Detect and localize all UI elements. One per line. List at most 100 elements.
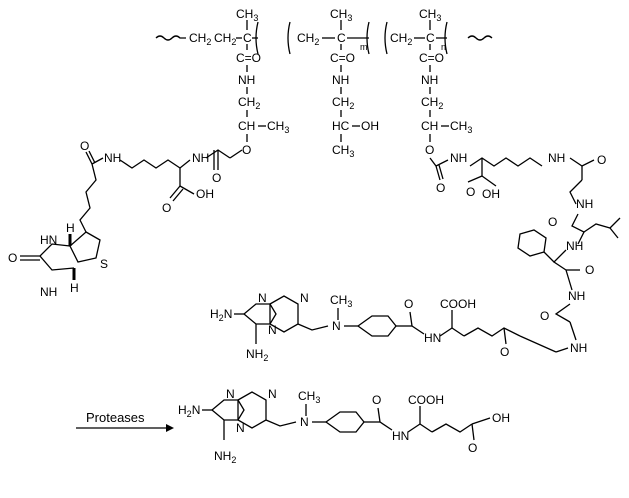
mtx-gamma-o-1: O (500, 345, 509, 359)
biotin-nh-bottom: NH (40, 285, 57, 299)
mtx-nh2-1: NH2 (246, 347, 268, 363)
side-ch3-3: CH3 (450, 119, 472, 135)
peptide-nh-4: NH (568, 289, 585, 303)
biotin-amide-nh: NH (104, 151, 121, 165)
peptide-nh-1: NH (548, 151, 565, 165)
backbone-c-1: C (243, 31, 252, 45)
biotin-lysine-conjugate: O NH OH O NH O S HN NH O H H (8, 139, 231, 299)
arrowhead-icon (166, 424, 174, 432)
biotin-urea-o: O (8, 251, 17, 265)
side-nh-3: NH (421, 73, 438, 87)
thiophane-ring (69, 231, 101, 263)
backbone-ch2-3: CH2 (390, 31, 412, 47)
peptide-nh-5: NH (570, 341, 587, 355)
biotin-h-top: H (66, 221, 75, 235)
carbamate-nh-3: NH (450, 151, 467, 165)
peptide-nh-2: NH (576, 197, 593, 211)
polymer-backbone: CH2 CH2 C CH2 C m CH2 C n CH3 CH3 CH3 (155, 7, 493, 55)
side-co-3: C=O (419, 51, 444, 65)
mtx-hn-2: HN (392, 429, 409, 443)
methyl-3: CH3 (419, 7, 441, 23)
side-nh-2: NH (332, 73, 349, 87)
mtx-amide-o-1: O (404, 297, 413, 311)
peptide-o-2: O (548, 215, 557, 229)
side-chain-right: C=O NH CH2 CH CH3 O (419, 44, 472, 167)
mtx-pteridine-ring-a-2 (210, 399, 245, 421)
peptide-nh-3: NH (566, 239, 583, 253)
arrow-label: Proteases (86, 410, 145, 425)
mtx-ch3-1: CH3 (330, 293, 352, 309)
methyl-2: CH3 (330, 7, 352, 23)
side-nh-1: NH (238, 73, 255, 87)
backbone-ch2-1b: CH2 (214, 31, 236, 47)
side-oh-2: OH (361, 119, 379, 133)
side-o-3: O (425, 143, 434, 157)
side-ch-3: CH (421, 119, 438, 133)
mtx-n1-1: N (258, 291, 267, 305)
mtx-gamma-oh-2: OH (492, 411, 510, 425)
methyl-1: CH3 (236, 7, 258, 23)
lysine-o-1: O (162, 201, 171, 215)
mtx-cooh-2: COOH (408, 393, 444, 407)
peptide-linker: O NH O OH NH O NH O NH O NH O NH (435, 151, 621, 355)
mtx-h2n-1: H2N (210, 307, 232, 323)
mtx-nh2-2: NH2 (214, 449, 236, 465)
mtx-n-methyl-1: N (332, 319, 341, 333)
repeat-n: n (441, 42, 446, 52)
bracket-2-left (287, 21, 291, 55)
carbamate-o-1: O (212, 171, 221, 185)
mtx-pteridine-ring-a-1 (242, 303, 277, 325)
backbone-ch2-2: CH2 (297, 31, 319, 47)
biotin-s: S (100, 257, 108, 271)
side-ch2-3: CH2 (421, 95, 443, 111)
backbone-ch2-1: CH2 (189, 31, 211, 47)
mtx-n3-1: N (300, 291, 309, 305)
backbone-c-3: C (426, 31, 435, 45)
protease-arrow: Proteases (76, 410, 174, 432)
peptide-o-1: O (597, 153, 606, 167)
side-o-1: O (242, 143, 251, 157)
side-co-2: C=O (330, 51, 355, 65)
peptide-o-4: O (540, 309, 549, 323)
biotin-h-bottom: H (70, 281, 79, 295)
mtx-hn-1: HN (424, 331, 441, 345)
bracket-3-left (384, 21, 388, 55)
carbamate-nh-1: NH (192, 151, 209, 165)
mtx-cooh-1: COOH (440, 297, 476, 311)
mtx-n3-2: N (268, 387, 277, 401)
side-ch2-1: CH2 (238, 95, 260, 111)
mtx-h2n-2: H2N (178, 403, 200, 419)
side-ch-1: CH (238, 119, 255, 133)
side-co-1: C=O (236, 51, 261, 65)
biotin-amide-o: O (80, 139, 89, 153)
lysine-oh-1: OH (196, 187, 214, 201)
mtx-amide-o-2: O (372, 393, 381, 407)
lysine-o-3: O (466, 185, 475, 199)
wavy-bond-left (155, 35, 186, 41)
mtx-n1-2: N (226, 387, 235, 401)
lysine-oh-3: OH (482, 187, 500, 201)
wavy-bond-right (467, 35, 493, 41)
phenyl-ring (517, 229, 547, 257)
side-ch2-2: CH2 (332, 95, 354, 111)
mtx-ch3-2: CH3 (298, 389, 320, 405)
methotrexate-conjugate: H2N N N N NH2 N CH3 O HN COOH O (210, 291, 557, 363)
mtx-benzoyl-ring-1 (356, 315, 397, 337)
mtx-n2-2: N (236, 421, 245, 435)
side-chain-middle: C=O NH CH2 HC OH CH3 (330, 44, 379, 159)
side-chain-left: C=O NH CH2 CH CH3 O (229, 44, 289, 159)
backbone-c-2: C (337, 31, 346, 45)
mtx-gamma-o-2: O (468, 441, 477, 455)
mtx-benzoyl-ring-2 (324, 411, 365, 433)
biotin-hn-top: HN (40, 233, 57, 247)
peptide-o-3: O (585, 263, 594, 277)
repeat-m: m (360, 42, 368, 52)
side-ch3-2: CH3 (332, 143, 354, 159)
carbamate-o-3: O (436, 181, 445, 195)
mtx-n-methyl-2: N (300, 415, 309, 429)
mtx-n2-1: N (268, 323, 277, 337)
side-ch-2: HC (332, 119, 350, 133)
released-methotrexate: H2N N N N NH2 N CH3 O HN COOH O OH (178, 387, 510, 465)
